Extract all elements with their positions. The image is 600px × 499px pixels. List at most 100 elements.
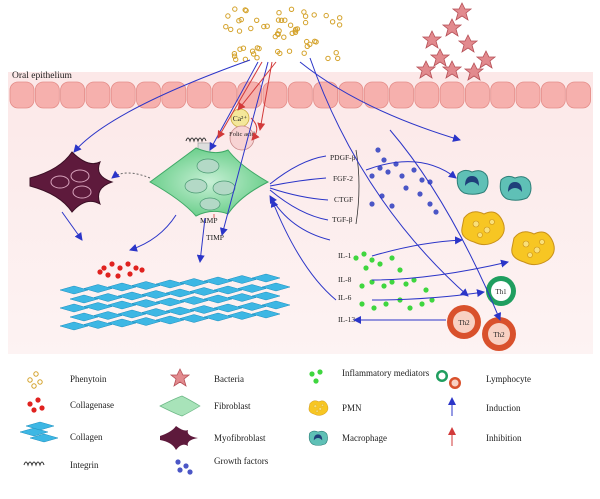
phenytoin-molecule <box>249 48 256 54</box>
phenytoin-molecule <box>311 12 317 18</box>
oral-epithelium <box>9 81 591 109</box>
bacteria-cell <box>441 60 463 79</box>
collagen-fiber <box>189 305 219 314</box>
epithelial-cell <box>490 81 516 109</box>
phenytoin-molecule <box>236 28 243 34</box>
epithelial-cell <box>136 81 161 109</box>
phenytoin-molecule <box>231 51 238 57</box>
growth-factor-molecule <box>385 169 391 175</box>
inflammatory-mediator-molecule <box>389 255 395 261</box>
epithelial-cell <box>85 81 111 109</box>
legend-collagen: Collagen <box>70 432 103 442</box>
bacteria-cell <box>463 62 485 81</box>
phenytoin-molecule <box>335 55 341 62</box>
growth-factor-label: TGF-β <box>332 215 353 224</box>
bacteria-cell <box>415 60 437 79</box>
legend-inflammatory-icon <box>309 369 323 384</box>
legend-fibroblast-icon <box>159 395 201 417</box>
phenytoin-molecule <box>307 41 313 47</box>
growth-factor-dots <box>369 147 439 215</box>
legend-collagenase-icon <box>27 397 45 413</box>
legend-pmn: PMN <box>342 403 362 413</box>
tissue-label: Oral epithelium <box>12 71 72 81</box>
collagen-fiber <box>179 278 209 287</box>
phenytoin-molecule <box>237 46 243 52</box>
growth-factor-molecule <box>377 165 383 171</box>
epithelial-cell <box>464 81 490 109</box>
phenytoin-molecule <box>278 17 285 23</box>
myofibroblast-cell <box>29 151 114 213</box>
phenytoin-molecule <box>336 22 343 28</box>
epithelial-cell <box>211 81 237 109</box>
phenytoin-molecule <box>242 7 248 13</box>
collagen-fiber <box>59 285 89 295</box>
epithelial-cell <box>540 81 566 109</box>
collagen-fiber <box>261 282 291 292</box>
phenytoin-molecule <box>231 53 238 59</box>
epithelial-cell <box>566 81 591 109</box>
collagen-fiber <box>69 294 99 304</box>
mmp-label: MMP <box>200 216 218 225</box>
growth-factor-molecule <box>411 167 417 173</box>
collagenase-molecule <box>127 271 133 277</box>
collagen-fiber <box>93 311 123 320</box>
calcium-label: Ca²⁺ <box>233 114 248 123</box>
phenytoin-molecule <box>286 48 293 54</box>
phenytoin-molecule <box>232 6 238 12</box>
collagen-fiber <box>155 279 185 289</box>
phenytoin-molecule <box>276 10 282 16</box>
growth-factor-molecule <box>369 201 375 207</box>
epithelial-cell <box>414 81 440 109</box>
macrophage-cell <box>456 169 489 195</box>
growth-factor-label: CTGF <box>334 195 353 204</box>
growth-factor-molecule <box>379 193 385 199</box>
bacteria-cell <box>451 2 473 21</box>
legend-inhibition: Inhibition <box>486 433 522 443</box>
legend-macrophage-icon <box>308 430 328 446</box>
collagen-fiber <box>203 312 233 322</box>
interleukin-label: IL-6 <box>338 293 352 302</box>
inflammatory-mediator-molecule <box>407 305 413 311</box>
inflammatory-mediator-dots <box>353 251 435 311</box>
phenytoin-molecule <box>282 17 288 23</box>
phenytoin-molecule <box>264 23 270 29</box>
pmn-cell <box>511 231 555 266</box>
collagen-fiber <box>179 296 209 305</box>
epithelial-cell <box>9 81 35 109</box>
inflammatory-mediator-molecule <box>389 279 395 285</box>
collagen-mesh <box>59 273 291 331</box>
phenytoin-molecule <box>233 56 239 63</box>
phenytoin-molecule <box>250 51 257 57</box>
pmn-cell <box>461 211 505 246</box>
phenytoin-molecule <box>288 6 295 13</box>
collagen-fiber <box>93 293 123 302</box>
growth-factor-molecule <box>399 173 405 179</box>
inflammatory-mediator-molecule <box>429 297 435 303</box>
inflammatory-mediator-molecule <box>397 267 403 273</box>
collagen-fiber <box>203 294 233 304</box>
collagenase-molecule <box>101 265 107 271</box>
collagen-fiber <box>131 281 161 290</box>
integrin-icon <box>185 137 207 143</box>
bacteria-cell <box>475 50 497 69</box>
legend-induction: Induction <box>486 403 521 413</box>
legend-integrin: Integrin <box>70 460 99 470</box>
phenytoin-molecule <box>243 7 249 14</box>
inflammatory-mediator-molecule <box>419 301 425 307</box>
epithelial-cell <box>186 81 212 109</box>
collagen-fiber <box>141 308 171 317</box>
collagenase-molecule <box>117 265 123 271</box>
collagen-fiber <box>251 273 281 283</box>
legend-bacteria: Bacteria <box>214 374 244 384</box>
collagen-fiber <box>59 321 89 331</box>
phenytoin-molecule <box>301 50 307 56</box>
th2-lymphocyte: Th2 <box>482 317 516 351</box>
inflammatory-mediator-molecule <box>411 277 417 283</box>
phenytoin-molecule <box>240 45 247 51</box>
collagen-fiber <box>203 276 233 286</box>
collagenase-molecule <box>97 269 103 275</box>
phenytoin-molecule <box>277 50 283 57</box>
legend: Phenytoin Collagenase Collagen Integrin … <box>19 368 531 475</box>
